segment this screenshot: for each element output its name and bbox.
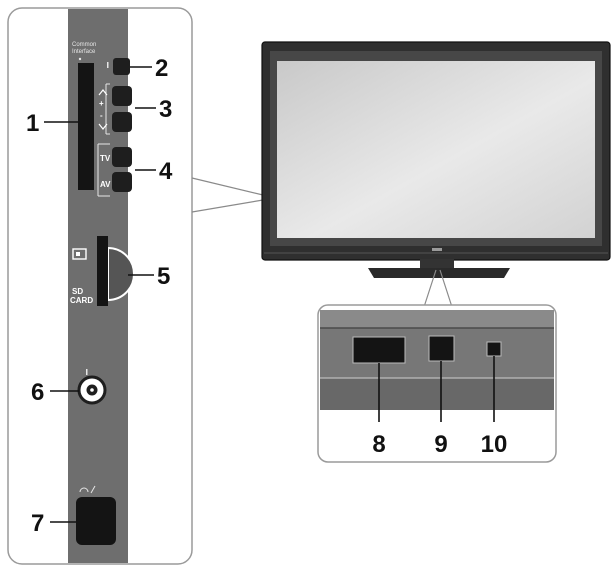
front-panel-bottom-strip xyxy=(320,378,554,410)
tv-illustration xyxy=(261,41,611,278)
sd-slot-recess xyxy=(107,246,135,302)
ci-label-line1: Common xyxy=(72,42,96,48)
zoom-line-lower xyxy=(191,199,264,213)
ci-slot xyxy=(78,63,94,190)
headphone-port-mark xyxy=(90,485,96,494)
antenna-connector-mark xyxy=(86,369,88,375)
callout-7: 7 xyxy=(31,510,44,537)
zoom-line-right xyxy=(439,269,453,308)
zoom-line-upper xyxy=(191,177,264,196)
tv-button xyxy=(112,147,132,167)
callout-2: 2 xyxy=(155,55,168,82)
remote-sensor xyxy=(352,336,406,364)
chevron-up-icon xyxy=(98,89,108,96)
c-a-t-s-sensor xyxy=(428,335,455,362)
callout-5: 5 xyxy=(157,263,170,290)
sd-label-line2: CARD xyxy=(70,296,93,305)
chevron-down-icon xyxy=(98,123,108,130)
input-bracket xyxy=(97,143,110,197)
headphone-port xyxy=(76,497,116,545)
ci-label-line2: Interface xyxy=(72,49,96,55)
tv-stand-neck xyxy=(420,259,454,268)
callout-6: 6 xyxy=(31,379,44,406)
tv-indicator xyxy=(432,248,442,251)
minus-label: - xyxy=(100,111,103,120)
front-detail-panel: 8 9 10 xyxy=(317,304,557,463)
headphone-icon xyxy=(79,487,89,493)
sd-label-line1: SD xyxy=(72,287,83,296)
tv-label: TV xyxy=(100,154,111,163)
volume-up-button xyxy=(112,86,132,106)
power-button-mark xyxy=(107,62,109,68)
av-label: AV xyxy=(100,180,111,189)
tv-stand-base xyxy=(368,268,510,278)
sd-card-icon-notch xyxy=(76,252,80,256)
callout-9: 9 xyxy=(434,431,447,458)
power-button xyxy=(113,58,130,75)
sd-card-slot xyxy=(97,236,108,306)
callout-8: 8 xyxy=(372,431,385,458)
side-panel-group: Common Interface + - TV AV SD CARD xyxy=(7,7,193,565)
zoom-line-left xyxy=(423,269,437,308)
front-panel-top-strip xyxy=(320,310,554,328)
sd-card-icon xyxy=(72,248,87,260)
plus-label: + xyxy=(99,99,104,108)
antenna-connector-pin xyxy=(90,388,94,392)
callout-10: 10 xyxy=(481,431,508,458)
callout-3: 3 xyxy=(159,96,172,123)
volume-down-button xyxy=(112,112,132,132)
callout-1: 1 xyxy=(26,110,39,137)
power-indicator xyxy=(486,341,502,357)
tv-screen xyxy=(277,61,595,238)
ci-marker-dot xyxy=(78,57,82,61)
callout-4: 4 xyxy=(159,158,173,185)
av-button xyxy=(112,172,132,192)
